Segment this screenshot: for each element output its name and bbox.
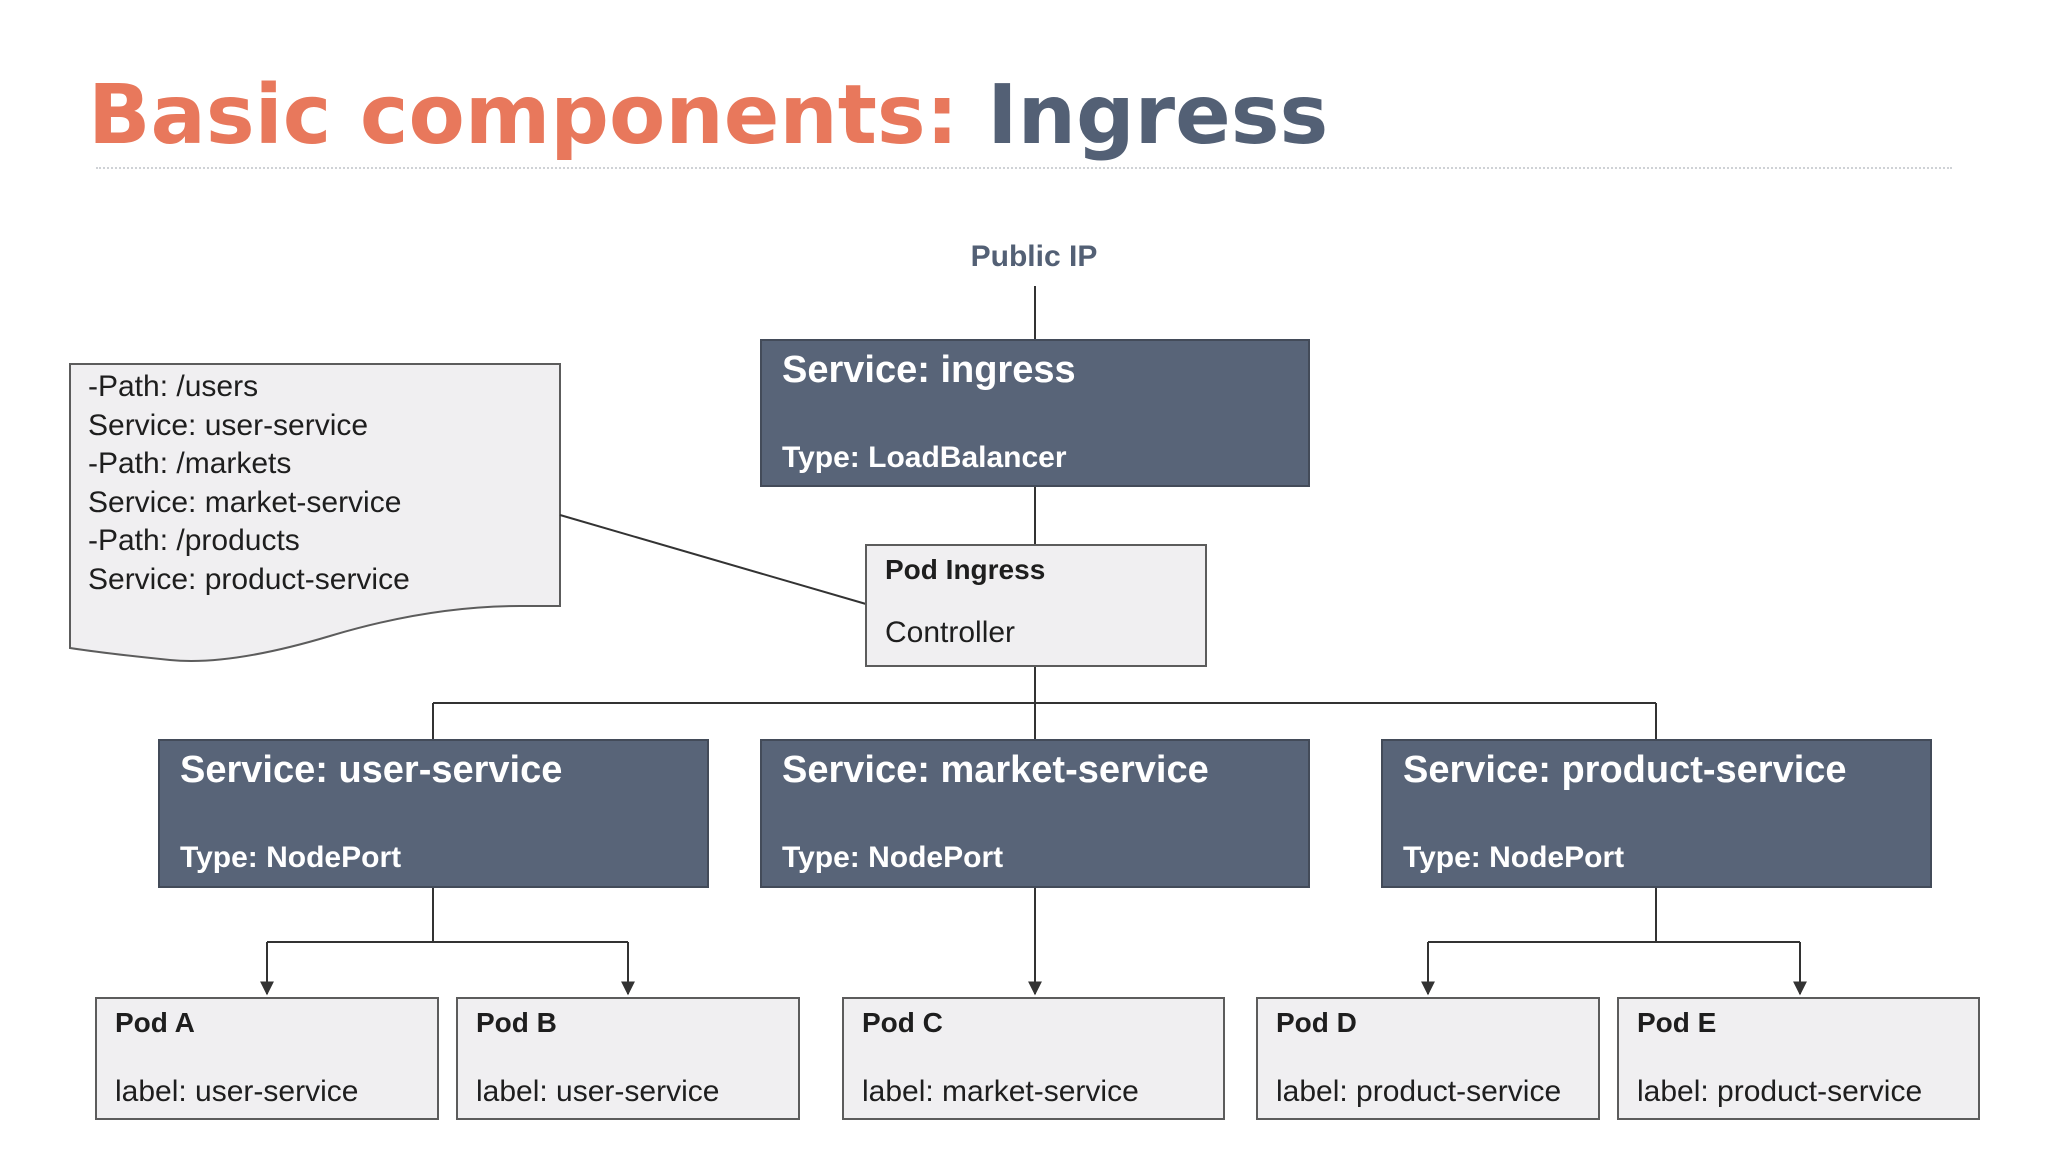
pod-label: label: market-service: [862, 1075, 1139, 1108]
service-type: Type: NodePort: [180, 841, 402, 874]
product-service-box: Service: product-service Type: NodePort: [1381, 739, 1932, 888]
pod-a-box: Pod A label: user-service: [95, 997, 439, 1120]
pod-label: label: product-service: [1276, 1075, 1562, 1108]
service-name: Service: ingress: [782, 349, 1076, 391]
pod-c-box: Pod C label: market-service: [842, 997, 1225, 1120]
pod-name: Pod Ingress: [885, 554, 1046, 585]
pod-d-box: Pod D label: product-service: [1256, 997, 1600, 1120]
service-type: Type: NodePort: [1403, 841, 1625, 874]
public-ip-label: Public IP: [970, 240, 1098, 273]
service-name: Service: product-service: [1403, 749, 1847, 791]
slide-title: Basic components: Ingress: [88, 66, 1328, 166]
pod-name: Pod D: [1276, 1007, 1357, 1038]
service-type: Type: NodePort: [782, 841, 1004, 874]
title-divider: [96, 167, 1952, 169]
rule-line: Service: user-service: [88, 408, 369, 442]
title-prefix: Basic components:: [88, 68, 959, 163]
pod-label: Controller: [885, 616, 1016, 649]
pod-b-box: Pod B label: user-service: [456, 997, 800, 1120]
user-service-box: Service: user-service Type: NodePort: [158, 739, 709, 888]
pod-name: Pod B: [476, 1007, 557, 1038]
market-service-box: Service: market-service Type: NodePort: [760, 739, 1310, 888]
service-name: Service: user-service: [180, 749, 563, 791]
rule-line: -Path: /users: [88, 370, 259, 403]
pod-name: Pod E: [1637, 1007, 1717, 1038]
pod-e-box: Pod E label: product-service: [1617, 997, 1980, 1120]
rule-line: Service: product-service: [88, 562, 410, 596]
service-name: Service: market-service: [782, 749, 1209, 791]
service-type: Type: LoadBalancer: [782, 441, 1067, 474]
pod-label: label: user-service: [476, 1075, 720, 1108]
pod-name: Pod C: [862, 1007, 943, 1038]
ingress-service-box: Service: ingress Type: LoadBalancer: [760, 339, 1310, 487]
ingress-rules-note: -Path: /users Service: user-service -Pat…: [88, 368, 410, 599]
title-suffix: Ingress: [987, 68, 1329, 163]
rule-line: Service: market-service: [88, 485, 402, 519]
rule-line: -Path: /markets: [88, 447, 292, 480]
rules-to-controller-connector: [559, 514, 867, 605]
ingress-controller-pod: Pod Ingress Controller: [865, 544, 1207, 667]
rules-document-shape: [69, 363, 561, 662]
pod-label: label: user-service: [115, 1075, 359, 1108]
pod-name: Pod A: [115, 1007, 195, 1038]
pod-label: label: product-service: [1637, 1075, 1923, 1108]
rule-line: -Path: /products: [88, 524, 300, 557]
